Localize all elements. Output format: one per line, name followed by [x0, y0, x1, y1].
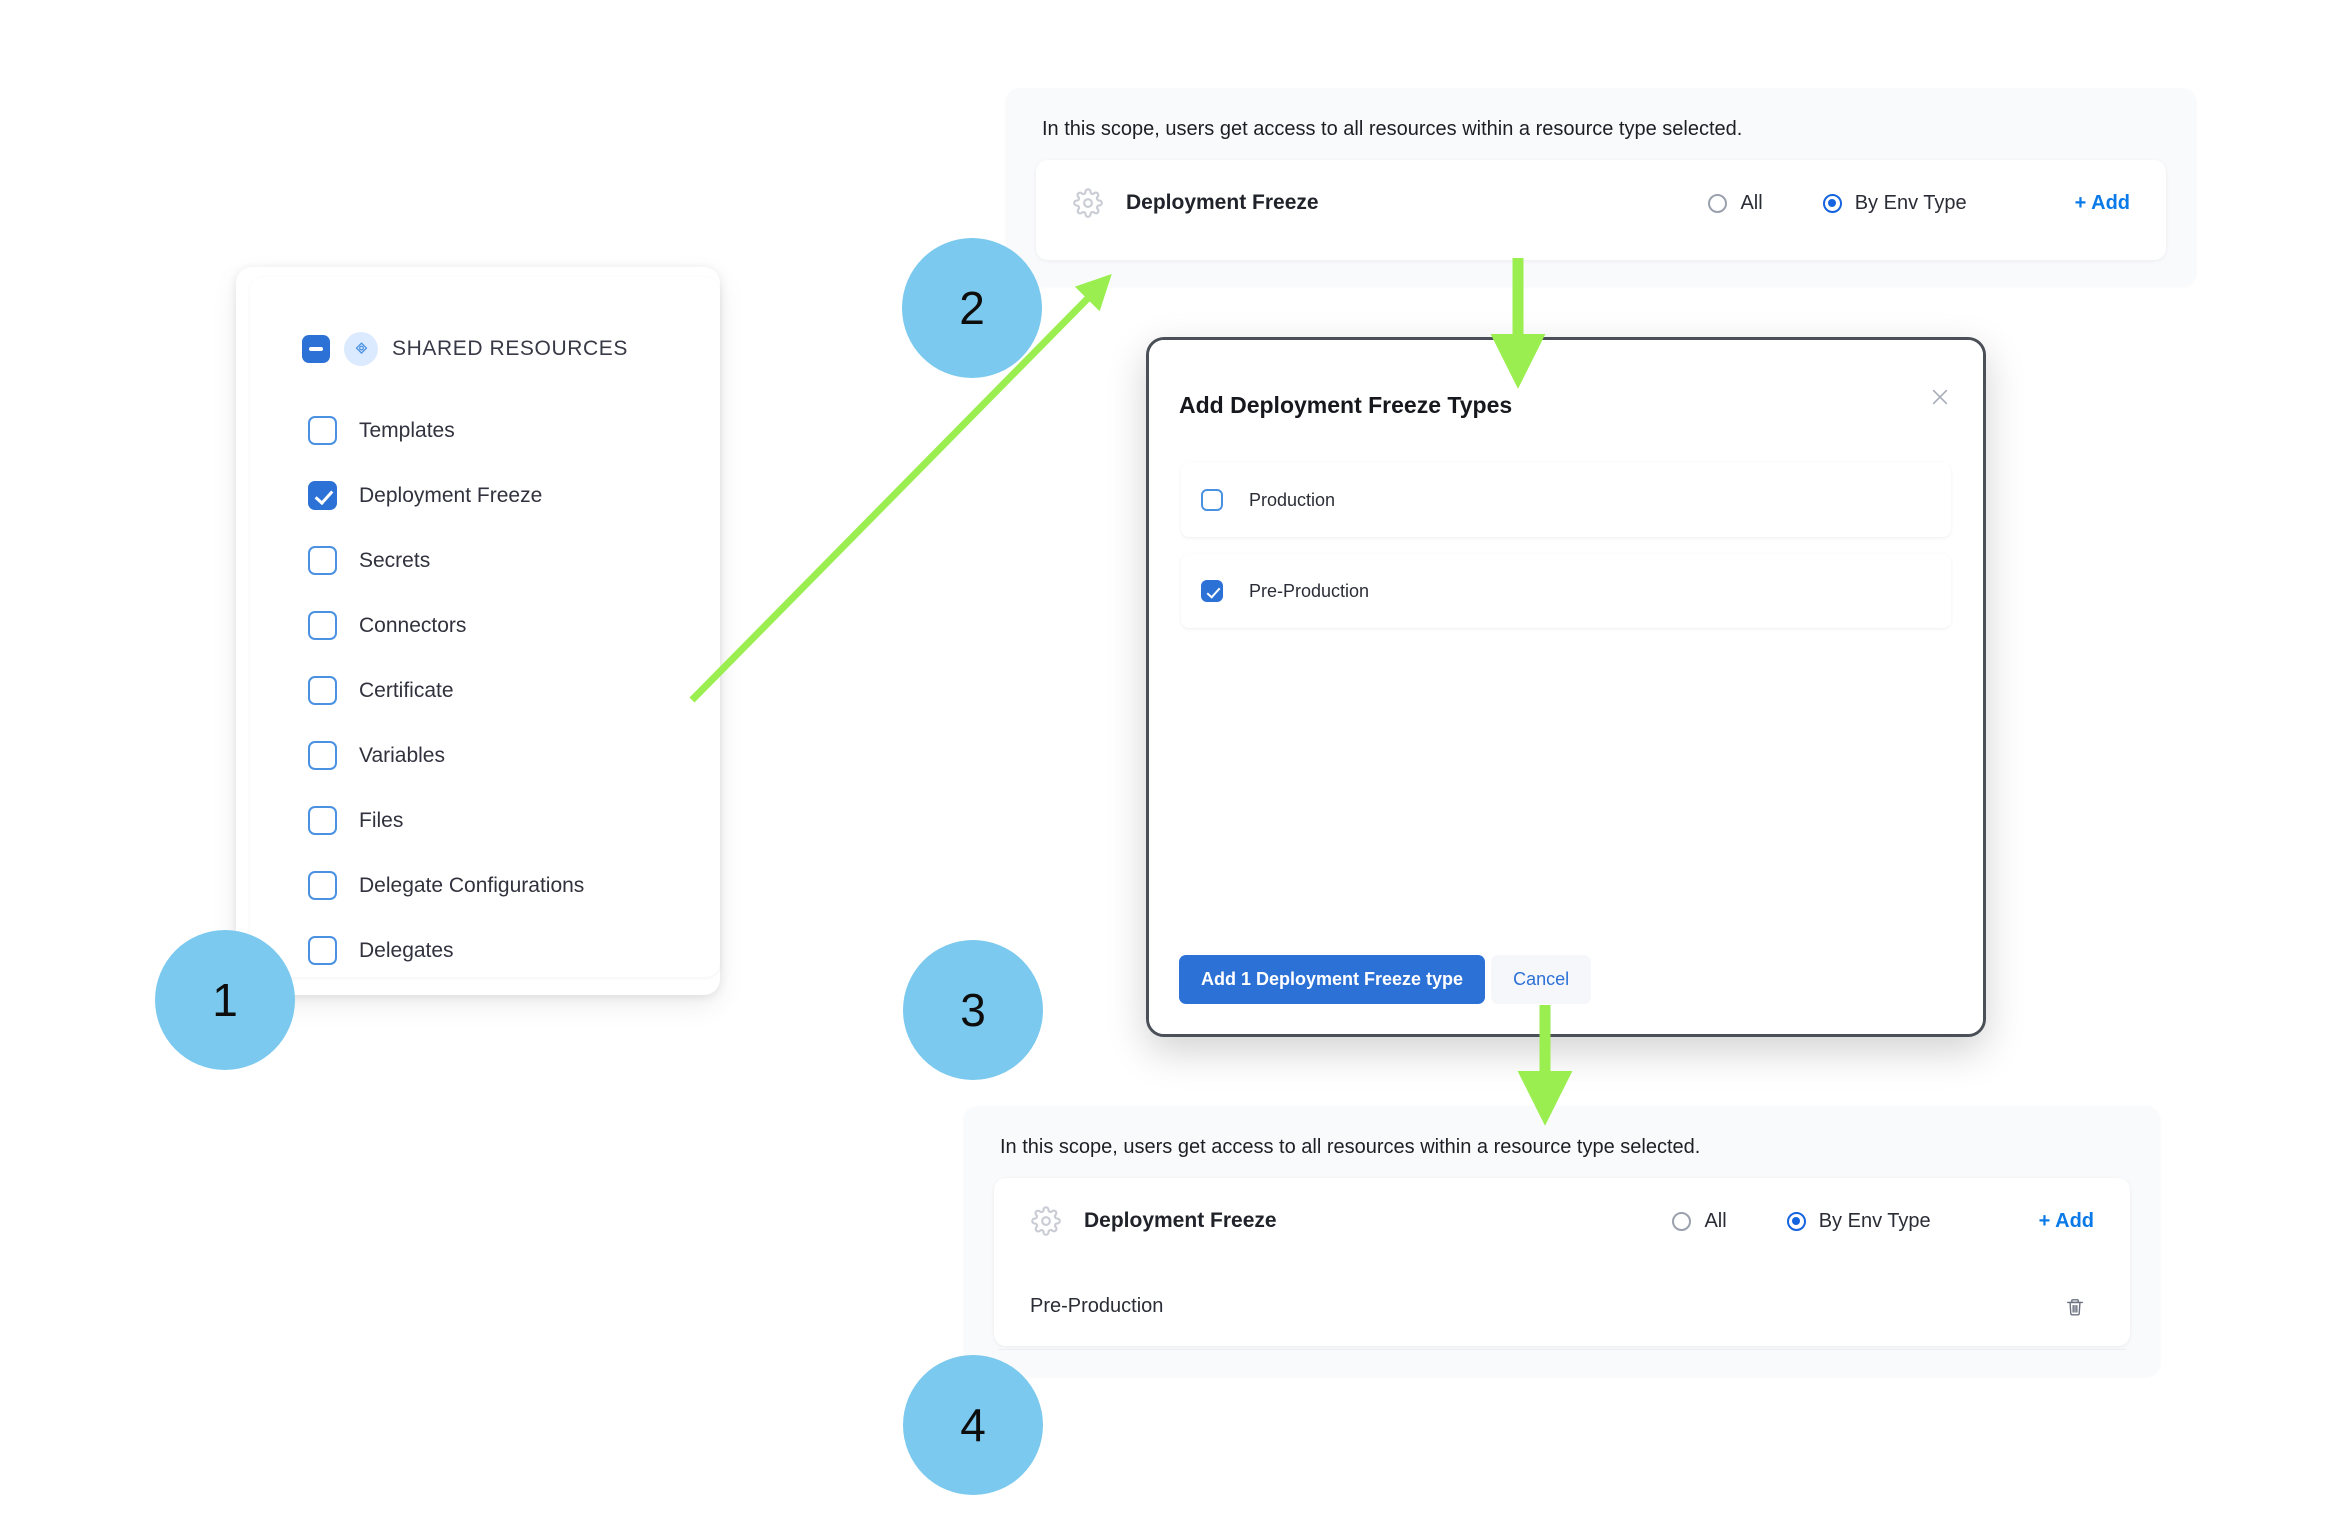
resource-row-deployment-freeze[interactable]: Deployment Freeze — [0, 463, 720, 528]
checkbox-secrets[interactable] — [308, 546, 337, 575]
resource-row-templates[interactable]: Templates — [0, 398, 720, 463]
arrow-tree-to-scope — [689, 274, 1112, 703]
collapse-minus-icon[interactable] — [302, 335, 330, 363]
resource-row-delegate-configurations[interactable]: Delegate Configurations — [0, 853, 720, 918]
resource-row-files[interactable]: Files — [0, 788, 720, 853]
radio-all-label: All — [1740, 191, 1763, 214]
scope-controls-before: All By Env Type + Add — [1708, 192, 2130, 215]
gear-icon — [1026, 1201, 1066, 1241]
resource-label: Templates — [359, 418, 455, 442]
cancel-button[interactable]: Cancel — [1491, 955, 1592, 1004]
resource-type-list: Templates Deployment Freeze Secrets Conn… — [250, 366, 720, 983]
close-icon[interactable] — [1923, 380, 1957, 414]
radio-by-env-type-label: By Env Type — [1818, 1209, 1931, 1232]
modal-option-list: Production Pre-Production — [1181, 463, 1951, 645]
radio-by-env-type-icon[interactable] — [1822, 193, 1842, 213]
resource-label: Variables — [359, 743, 445, 767]
step-badge-3: 3 — [903, 940, 1043, 1080]
checkbox-delegates[interactable] — [308, 936, 337, 965]
scope-description-before: In this scope, users get access to all r… — [1042, 118, 1743, 140]
modal-body: Add Deployment Freeze Types Production P… — [1149, 340, 1983, 1034]
scope-resource-name-after: Deployment Freeze — [1084, 1209, 1277, 1232]
scope-panel-after: In this scope, users get access to all r… — [964, 1106, 2160, 1376]
checkbox-pre-production[interactable] — [1201, 580, 1223, 602]
radio-by-env-type-label: By Env Type — [1854, 191, 1967, 214]
step-badge-number: 4 — [960, 1399, 986, 1451]
scope-resource-card-before: Deployment Freeze All By Env Type + Add — [1036, 160, 2166, 260]
checkbox-production[interactable] — [1201, 489, 1223, 511]
resource-row-delegates[interactable]: Delegates — [0, 918, 720, 983]
resource-label: Files — [359, 808, 404, 832]
scope-description-after: In this scope, users get access to all r… — [1000, 1136, 1701, 1158]
checkbox-templates[interactable] — [308, 416, 337, 445]
checkbox-connectors[interactable] — [308, 611, 337, 640]
add-deployment-freeze-types-modal: Add Deployment Freeze Types Production P… — [1146, 337, 1986, 1037]
modal-footer: Add 1 Deployment Freeze type Cancel — [1179, 955, 1592, 1004]
radio-option-by-env-type-after[interactable]: By Env Type — [1786, 1209, 1931, 1233]
shared-resources-header[interactable]: SHARED RESOURCES — [250, 277, 720, 366]
checkbox-files[interactable] — [308, 806, 337, 835]
scope-panel-before: In this scope, users get access to all r… — [1006, 88, 2196, 286]
resource-label: Delegates — [359, 938, 454, 962]
checkbox-delegate-configurations[interactable] — [308, 871, 337, 900]
step-badge-number: 3 — [960, 984, 986, 1036]
shared-resources-inner: SHARED RESOURCES Templates Deployment Fr… — [250, 277, 720, 977]
resource-row-variables[interactable]: Variables — [0, 723, 720, 788]
step-badge-4: 4 — [903, 1355, 1043, 1495]
modal-option-label: Production — [1249, 489, 1336, 510]
radio-all-icon[interactable] — [1708, 193, 1728, 213]
modal-option-production[interactable]: Production — [1181, 463, 1951, 537]
radio-all-icon[interactable] — [1672, 1211, 1692, 1231]
modal-title: Add Deployment Freeze Types — [1179, 392, 1513, 418]
scope-resource-row-after: Deployment Freeze All By Env Type + Add — [994, 1178, 2130, 1264]
add-link-after[interactable]: + Add — [2038, 1209, 2094, 1232]
shared-resources-icon — [344, 332, 378, 366]
scope-resource-row-before: Deployment Freeze All By Env Type + Add — [1036, 160, 2166, 246]
added-env-type-row: Pre-Production — [998, 1264, 2126, 1350]
resource-label: Secrets — [359, 548, 431, 572]
radio-all-label: All — [1704, 1209, 1727, 1232]
add-link-before[interactable]: + Add — [2074, 191, 2130, 214]
shared-resources-panel: SHARED RESOURCES Templates Deployment Fr… — [236, 267, 720, 995]
resource-row-connectors[interactable]: Connectors — [0, 593, 720, 658]
scope-controls-after: All By Env Type + Add — [1672, 1210, 2094, 1233]
scope-resource-card-after: Deployment Freeze All By Env Type + Add … — [994, 1178, 2130, 1350]
resource-label: Connectors — [359, 613, 467, 637]
added-env-type-label: Pre-Production — [1030, 1295, 1164, 1317]
step-badge-number: 2 — [959, 282, 985, 334]
radio-option-all-after[interactable]: All — [1672, 1209, 1727, 1233]
radio-option-by-env-type-before[interactable]: By Env Type — [1822, 191, 1967, 215]
modal-option-label: Pre-Production — [1249, 580, 1370, 601]
step-badge-number: 1 — [212, 974, 238, 1026]
resource-label: Certificate — [359, 678, 454, 702]
step-badge-1: 1 — [155, 930, 295, 1070]
checkbox-certificate[interactable] — [308, 676, 337, 705]
resource-label: Deployment Freeze — [359, 483, 543, 507]
resource-label: Delegate Configurations — [359, 873, 585, 897]
step-badge-2: 2 — [902, 238, 1042, 378]
trash-icon[interactable] — [2060, 1292, 2090, 1322]
modal-option-pre-production[interactable]: Pre-Production — [1181, 554, 1951, 628]
radio-by-env-type-icon[interactable] — [1786, 1211, 1806, 1231]
gear-icon — [1068, 183, 1108, 223]
resource-row-secrets[interactable]: Secrets — [0, 528, 720, 593]
scope-resource-name-before: Deployment Freeze — [1126, 191, 1319, 214]
add-deployment-freeze-type-button[interactable]: Add 1 Deployment Freeze type — [1179, 955, 1486, 1004]
resource-row-certificate[interactable]: Certificate — [0, 658, 720, 723]
checkbox-variables[interactable] — [308, 741, 337, 770]
shared-resources-title: SHARED RESOURCES — [392, 337, 628, 360]
checkbox-deployment-freeze[interactable] — [308, 481, 337, 510]
radio-option-all-before[interactable]: All — [1708, 191, 1763, 215]
